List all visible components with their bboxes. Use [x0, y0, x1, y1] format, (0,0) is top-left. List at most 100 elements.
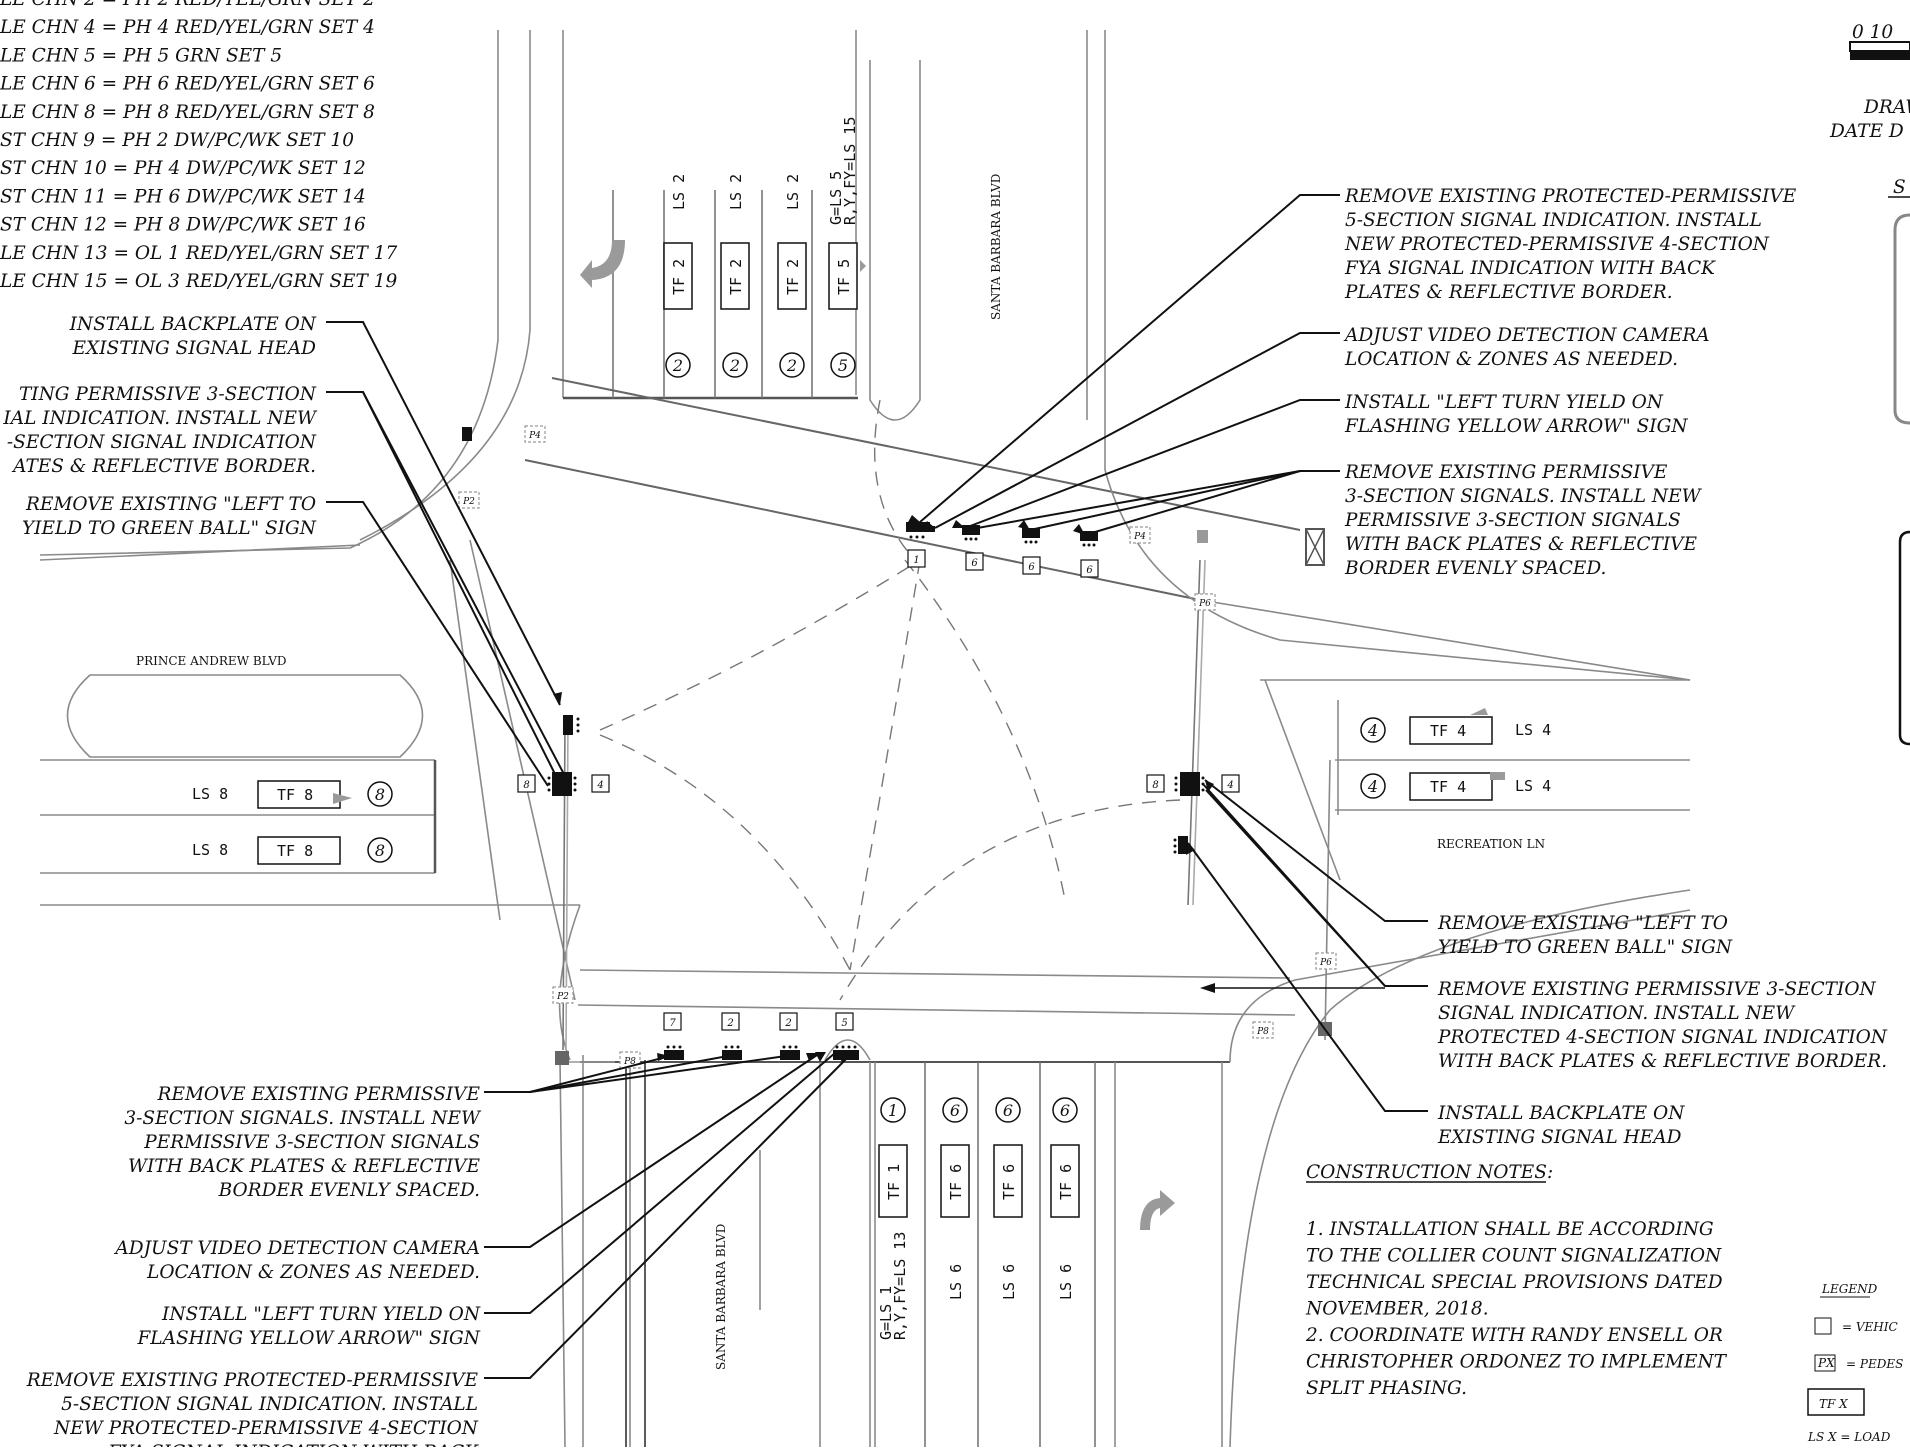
through-arrow-icon [333, 793, 352, 804]
note-line: INSTALL BACKPLATE ON [1437, 1103, 1685, 1124]
lane-arrows [333, 240, 1505, 1230]
phase-circle [880, 1097, 906, 1123]
tf-label: TF 6 [1000, 1164, 1018, 1200]
note-line: BORDER EVENLY SPACED. [218, 1180, 480, 1201]
phase-circle [367, 837, 393, 863]
street-name-west: PRINCE ANDREW BLVD [136, 654, 287, 668]
note-line: BORDER EVENLY SPACED. [1344, 558, 1606, 579]
phase-number: 1 [888, 1101, 898, 1120]
construction-notes-title: CONSTRUCTION NOTES: [1306, 1162, 1553, 1183]
south-lane: 6TF 6LS 6 [940, 1097, 970, 1300]
tf-label: TF 5 [835, 259, 853, 295]
signal-head-south-3 [780, 1045, 800, 1060]
signal-head-west-upper [563, 715, 580, 735]
street-name-east: RECREATION LN [1437, 837, 1545, 851]
through-arrow-icon [860, 260, 866, 272]
signal-tag [779, 1012, 798, 1031]
through-arrow-icon [1470, 708, 1488, 715]
street-name-south: SANTA BARBARA BLVD [714, 1224, 728, 1370]
loop-label: LS 6 [1000, 1264, 1018, 1300]
signal-tag [1022, 556, 1041, 575]
ped-tag-label: P6 [1319, 958, 1332, 968]
uturn-arrow-icon [580, 240, 625, 288]
signal-head-north-2 [1022, 528, 1040, 544]
phase-number: 2 [729, 356, 740, 375]
legend-ped-label: = PEDES [1846, 1357, 1903, 1371]
ped-tag-label: P2 [462, 497, 475, 507]
tf-box [257, 780, 341, 809]
tf-box [257, 836, 341, 865]
note-line: INSTALL "LEFT TURN YIELD ON [161, 1304, 481, 1325]
note-line: TING PERMISSIVE 3-SECTION [19, 384, 317, 405]
scale-label: 0 10 [1852, 22, 1893, 43]
tf-label: TF 8 [277, 842, 313, 860]
loop-label: LS 2 [727, 174, 745, 210]
tf-box [777, 242, 807, 310]
signal-head-north-fya [906, 522, 935, 539]
ped-tag-label: P6 [1198, 599, 1211, 609]
phase-circle [1360, 773, 1386, 799]
note-line: 3-SECTION SIGNALS. INSTALL NEW [124, 1108, 482, 1129]
loop-label: LS 4 [1515, 721, 1551, 739]
tf-label: TF 2 [670, 259, 688, 295]
leader-arrowheads [553, 515, 1385, 1062]
tf-box [1409, 772, 1493, 801]
channel-entry: LE CHN 8 = PH 8 RED/YEL/GRN SET 8 [0, 102, 375, 123]
scale-bar-fill [1850, 51, 1910, 60]
note-line: 2. COORDINATE WITH RANDY ENSELL OR [1305, 1325, 1723, 1346]
note-line: SPLIT PHASING. [1306, 1378, 1467, 1399]
note-line: EXISTING SIGNAL HEAD [1437, 1127, 1682, 1148]
leader-lines [326, 194, 1428, 1379]
note-line: WITH BACK PLATES & REFLECTIVE BORDER. [1438, 1051, 1887, 1072]
phase-circle [995, 1097, 1021, 1123]
note-line: REMOVE EXISTING PERMISSIVE [1344, 462, 1668, 483]
ped-tag [1194, 593, 1216, 611]
note-line: EXISTING SIGNAL HEAD [72, 338, 317, 359]
ped-tag [524, 425, 546, 443]
tf-box [878, 1144, 908, 1218]
tf-box [663, 242, 693, 310]
signal-tag-number: 5 [841, 1018, 847, 1029]
signal-tag-number: 2 [726, 1018, 733, 1029]
note-line: 5-SECTION SIGNAL INDICATION. INSTALL [61, 1394, 478, 1415]
signal-tag [965, 552, 984, 571]
signal-tag [1080, 559, 1099, 578]
note-line: INSTALL "LEFT TURN YIELD ON [1344, 392, 1664, 413]
street-name-north: SANTA BARBARA BLVD [989, 174, 1003, 320]
drawn-by-label: DRAW [1863, 97, 1910, 118]
legend-tf-box [1807, 1388, 1865, 1416]
signal-tag-number: 4 [596, 780, 603, 791]
tf-label: TF 4 [1430, 778, 1466, 796]
signal-head-east-main [1174, 772, 1205, 796]
phase-number: 4 [1367, 721, 1378, 740]
signal-tag-number: 4 [1226, 780, 1233, 791]
south-lane: 1TF 1G=LS 1R,Y,FY=LS 13 [877, 1097, 909, 1340]
phase-number: 6 [950, 1101, 960, 1120]
tf-box [720, 242, 750, 310]
channel-entry: LE CHN 13 = OL 1 RED/YEL/GRN SET 17 [0, 243, 397, 264]
channel-assignment-list: LE CHN 2 = PH 2 RED/YEL/GRN SET 2LE CHN … [0, 0, 397, 292]
legend-title: LEGEND [1821, 1282, 1878, 1296]
signal-head-east-lower [1173, 836, 1188, 854]
phase-circle [779, 352, 805, 378]
note-line: ATES & REFLECTIVE BORDER. [11, 456, 316, 477]
note-line: PROTECTED 4-SECTION SIGNAL INDICATION [1437, 1027, 1888, 1048]
signal-tag-number: 6 [1028, 562, 1035, 573]
signal-tag-number: 8 [1152, 780, 1158, 791]
section-letter: S [1893, 177, 1906, 198]
signal-tag-number: 6 [971, 558, 978, 569]
note-line: NEW PROTECTED-PERMISSIVE 4-SECTION [53, 1418, 479, 1439]
tf-label: TF 2 [784, 259, 802, 295]
tf-box [1409, 716, 1493, 745]
note-line: TECHNICAL SPECIAL PROVISIONS DATED [1306, 1272, 1723, 1293]
ped-tag-label: P4 [528, 431, 541, 441]
phase-circle [1360, 717, 1386, 743]
note-line: SIGNAL INDICATION. INSTALL NEW [1438, 1003, 1796, 1024]
tf-box [940, 1144, 970, 1218]
note-line: REMOVE EXISTING PERMISSIVE 3-SECTION [1437, 979, 1876, 1000]
